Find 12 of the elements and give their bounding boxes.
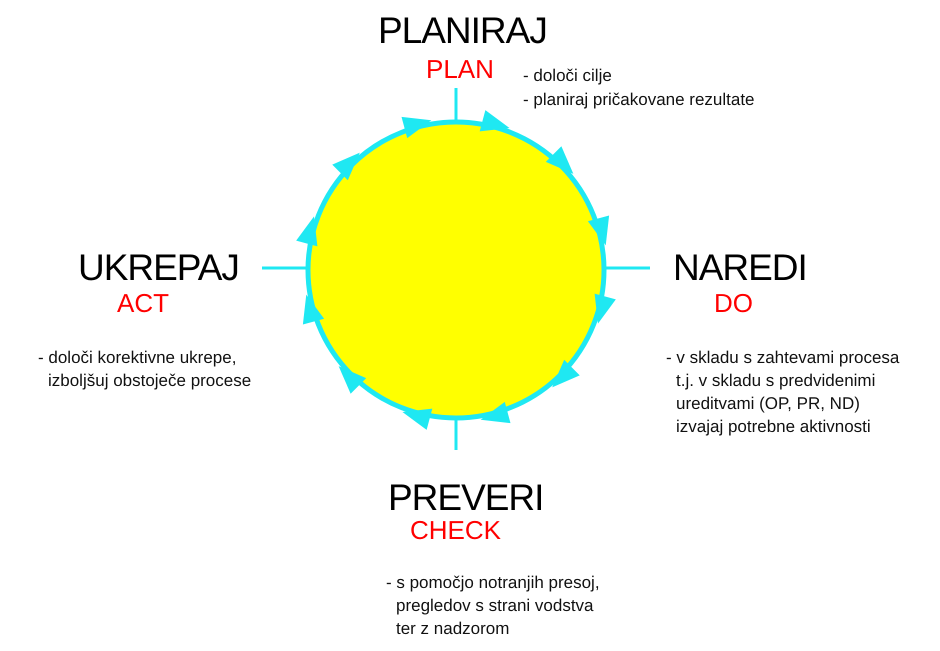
- stage-heading: NAREDI: [673, 247, 807, 290]
- stage-subheading: ACT: [117, 289, 169, 319]
- stage-subheading: PLAN: [426, 55, 494, 85]
- description-text: - planiraj pričakovane rezultate: [523, 89, 755, 111]
- description-text: - določi korektivne ukrepe, izboljšuj obstoječe procese: [38, 347, 252, 392]
- description-text: - s pomočjo notranjih presoj, pregledov s strani vodstva ter z nadzorom: [386, 572, 600, 640]
- stage-subheading: DO: [714, 289, 753, 319]
- stage-heading: PLANIRAJ: [378, 10, 547, 53]
- description-text: - v skladu s zahtevami procesa t.j. v skladu s predvidenimi ureditvami (OP, PR, ND) izvajaj potrebne aktivnosti: [666, 347, 900, 438]
- stage-heading: UKREPAJ: [78, 247, 239, 290]
- cycle-circle: [296, 110, 616, 430]
- description-text: - določi cilje: [523, 65, 612, 87]
